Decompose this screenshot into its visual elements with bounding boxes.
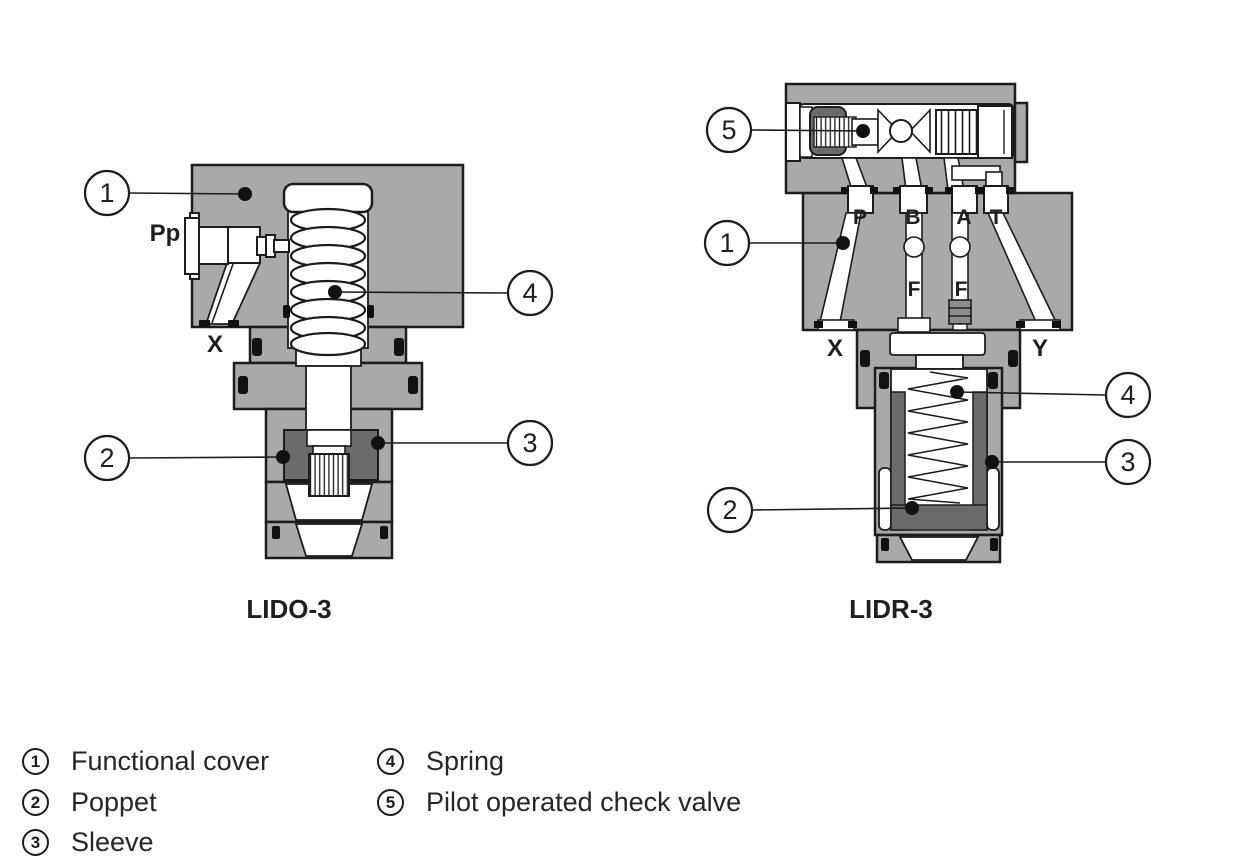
legend-label-sleeve: Sleeve xyxy=(71,827,154,857)
lido3-callout-4: 4 xyxy=(328,269,554,317)
lidr3-poppet xyxy=(890,391,988,531)
lidr3-port-label-b: B xyxy=(905,206,920,229)
lido3-seals xyxy=(199,305,418,539)
legend-label-functional-cover: Functional cover xyxy=(71,746,270,776)
legend-number-circle-5: 5 xyxy=(377,789,404,816)
lidr3-port-label-a: A xyxy=(956,206,971,229)
lido3-callout-3: 3 xyxy=(371,419,554,467)
lidr3-callout-1: 1 xyxy=(703,219,850,267)
legend-number-circle-4: 4 xyxy=(377,748,404,775)
lido3-pilot-drilling-line xyxy=(211,263,234,324)
lido3-diagram: 1 4 2 3 Pp X LIDO-3 xyxy=(83,163,554,624)
lido3-title: LIDO-3 xyxy=(246,594,331,624)
valve-cross-sections: 1 4 2 3 Pp X LIDO-3 xyxy=(83,82,1152,624)
lidr3-callout-5-number: 5 xyxy=(721,115,736,145)
lidr3-cover-passages xyxy=(840,157,1003,191)
lidr3-port-label-f1: F xyxy=(908,278,921,301)
legend-number-circle-1: 1 xyxy=(22,748,49,775)
lidr3-check-spring-hatch xyxy=(814,117,856,147)
legend-item-sleeve: 3 Sleeve xyxy=(22,827,154,858)
lidr3-interface-seals xyxy=(841,187,1014,194)
lidr3-callout-4: 4 xyxy=(950,371,1152,419)
lidr3-port-stubs xyxy=(847,185,1009,214)
lidr3-callout-2: 2 xyxy=(706,486,919,534)
lidr3-callout-3-number: 3 xyxy=(1120,447,1135,477)
lido3-callout-4-number: 4 xyxy=(522,278,537,308)
lidr3-spring xyxy=(907,371,969,504)
lido3-callout-1-number: 1 xyxy=(99,178,114,208)
lidr3-port-label-t: T xyxy=(990,206,1003,229)
lidr3-callout-5: 5 xyxy=(705,106,870,154)
legend-label-pilot-operated-check-valve: Pilot operated check valve xyxy=(426,787,742,817)
legend-label-poppet: Poppet xyxy=(71,787,157,817)
lido3-spring-cap xyxy=(282,182,374,214)
legend-item-poppet: 2 Poppet xyxy=(22,787,157,818)
lidr3-callout-4-number: 4 xyxy=(1120,380,1135,410)
lidr3-orifice-fitting xyxy=(948,299,972,331)
lido3-callout-3-number: 3 xyxy=(522,428,537,458)
lidr3-title: LIDR-3 xyxy=(849,594,933,624)
lidr3-port-label-x: X xyxy=(827,335,843,362)
lido3-port-label-pp: Pp xyxy=(150,220,181,247)
lido3-callout-1: 1 xyxy=(83,169,252,217)
lido3-callout-2: 2 xyxy=(83,434,290,482)
lidr3-thread-hatch xyxy=(936,110,978,154)
lidr3-port-label-p: P xyxy=(853,206,867,229)
lido3-poppet xyxy=(283,429,379,497)
legend-item-functional-cover: 1 Functional cover xyxy=(22,746,269,777)
lidr3-port-exit-seals xyxy=(814,321,1061,328)
legend-number-circle-2: 2 xyxy=(22,789,49,816)
lidr3-check-ball xyxy=(889,119,913,143)
lidr3-port-label-f2: F xyxy=(955,278,968,301)
legend-item-spring: 4 Spring xyxy=(377,746,504,777)
lidr3-port-label-y: Y xyxy=(1032,335,1048,362)
lido3-pp-fitting xyxy=(184,212,290,280)
lido3-port-label-x: X xyxy=(207,331,223,358)
lido3-spring xyxy=(289,207,367,357)
lidr3-check-valve xyxy=(785,102,1015,162)
lidr3-callout-1-number: 1 xyxy=(719,228,734,258)
legend-label-spring: Spring xyxy=(426,746,505,776)
lidr3-seals xyxy=(860,350,1018,551)
lido3-knurl-hatch xyxy=(309,454,349,496)
lidr3-diagram: 5 1 4 3 2 P B A T F xyxy=(703,82,1152,624)
lido3-callout-2-number: 2 xyxy=(99,443,114,473)
lidr3-callout-2-number: 2 xyxy=(722,495,737,525)
legend-number-circle-3: 3 xyxy=(22,829,49,856)
lidr3-callout-3: 3 xyxy=(985,438,1152,486)
legend-item-pilot-operated-check-valve: 5 Pilot operated check valve xyxy=(377,787,741,818)
